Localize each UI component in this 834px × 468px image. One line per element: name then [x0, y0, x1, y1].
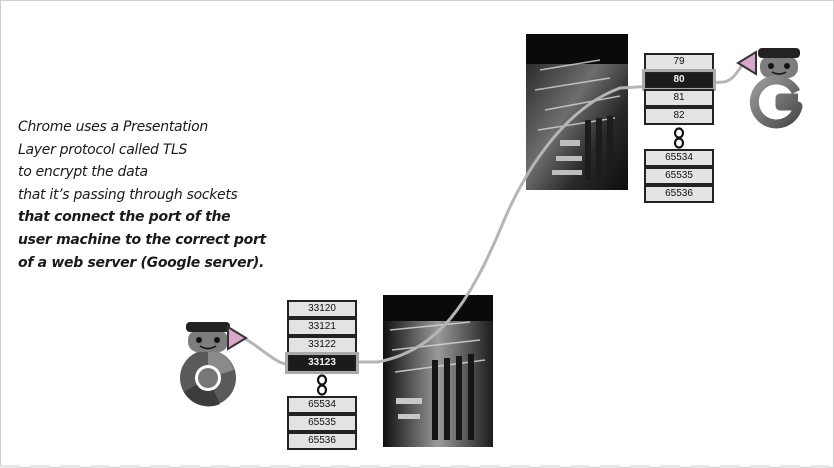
client-port: 33122	[287, 336, 357, 354]
server-port: 65536	[644, 185, 714, 203]
server-port: 65535	[644, 167, 714, 185]
server-port-active: 80	[642, 69, 716, 91]
chain-link-icon	[316, 374, 328, 396]
client-port: 65535	[287, 414, 357, 432]
chain-link-icon	[673, 127, 685, 149]
caption-bold-line: user machine to the correct port	[18, 231, 266, 248]
server-port: 82	[644, 107, 714, 125]
client-port: 33120	[287, 300, 357, 318]
caption-line: Chrome uses a Presentation	[18, 119, 208, 135]
client-hardware-photo	[383, 295, 493, 447]
server-port: 79	[644, 53, 714, 71]
client-port: 65534	[287, 396, 357, 414]
google-mascot-icon	[736, 48, 803, 129]
client-port: 65536	[287, 432, 357, 450]
client-port: 33121	[287, 318, 357, 336]
caption-line: that it’s passing through sockets	[18, 186, 238, 203]
server-port: 81	[644, 89, 714, 107]
server-port: 65534	[644, 149, 714, 167]
caption-line: Layer protocol called TLS	[18, 141, 188, 158]
caption-bold-line: of a web server (Google server).	[18, 254, 265, 271]
caption-line: to encrypt the data	[18, 164, 148, 181]
caption-bold-line: that connect the port of the	[18, 209, 231, 226]
client-port-active: 33123	[285, 352, 359, 374]
bottom-border	[0, 465, 834, 468]
chrome-mascot-icon	[180, 322, 248, 407]
caption-text: Chrome uses a Presentation Layer protoco…	[18, 116, 278, 274]
